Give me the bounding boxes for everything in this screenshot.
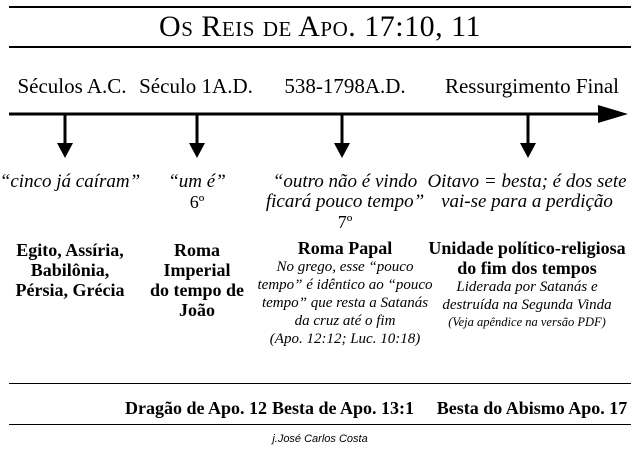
column-2: “um é” 6º Roma Imperial do tempo de João: [150, 171, 244, 321]
col3-quote-2: ficará pouco tempo”: [265, 191, 425, 212]
col3-heading: Roma Papal: [297, 238, 393, 258]
author-credit: j.José Carlos Costa: [272, 433, 368, 445]
col4-heading-2: do fim dos tempos: [457, 258, 597, 278]
col2-name-3: do tempo de: [150, 280, 244, 300]
bottom-rule-bottom: [9, 424, 631, 425]
era-arrow-4: [520, 114, 536, 158]
col3-note-3: tempo” que resta a Satanás: [261, 295, 429, 311]
bottom-label-besta-abismo: Besta do Abismo Apo. 17: [436, 398, 628, 418]
col3-note-5: (Apo. 12:12; Luc. 10:18): [269, 331, 421, 347]
bottom-label-dragao: Dragão de Apo. 12: [124, 398, 268, 418]
page-title: Os Reis de Apo. 17:10, 11: [159, 10, 481, 43]
title-band: Os Reis de Apo. 17:10, 11: [9, 6, 631, 48]
column-4: Oitavo = besta; é dos sete vai-se para a…: [427, 172, 626, 330]
timeline-graphic: [9, 105, 628, 158]
bottom-rule-top: [9, 383, 631, 384]
era-label-4: Ressurgimento Final: [444, 74, 620, 98]
era-arrow-3: [334, 114, 350, 158]
col2-name-2: Imperial: [163, 260, 231, 280]
col2-ordinal: 6º: [189, 192, 205, 212]
col4-quote-1: Oitavo = besta; é dos sete: [427, 171, 627, 192]
col4-note-2: destruída na Segunda Vinda: [442, 297, 612, 313]
column-1: “cinco já caíram” Egito, Assíria, Babilô…: [0, 171, 141, 301]
col3-note-1: No grego, esse “pouco: [276, 259, 414, 275]
col3-note-4: da cruz até o fim: [294, 313, 396, 329]
col1-quote: “cinco já caíram”: [0, 171, 141, 192]
col3-quote-1: “outro não é vindo: [272, 171, 418, 192]
col4-small-note: (Veja apêndice na versão PDF): [448, 315, 606, 329]
col1-name-2: Babilônia,: [30, 260, 110, 280]
timeline-arrowhead: [598, 105, 628, 123]
era-arrow-1: [57, 114, 73, 158]
col2-name-1: Roma: [174, 240, 220, 260]
col3-note-2: tempo” é idêntico ao “pouco: [257, 277, 433, 293]
col1-name-3: Pérsia, Grécia: [15, 280, 125, 300]
bottom-label-besta-mar: Besta de Apo. 13:1: [271, 398, 415, 418]
era-label-2: Século 1A.D.: [139, 74, 253, 98]
col4-note-1: Liderada por Satanás e: [456, 279, 598, 295]
col3-ordinal: 7º: [337, 212, 353, 232]
era-arrow-2: [189, 114, 205, 158]
era-label-1: Séculos A.C.: [17, 74, 127, 98]
column-3: “outro não é vindo ficará pouco tempo” 7…: [258, 172, 433, 348]
col4-heading-1: Unidade político-religiosa: [428, 238, 626, 258]
col4-quote-2: vai-se para a perdição: [441, 191, 613, 212]
era-label-3: 538-1798A.D.: [284, 74, 406, 98]
col2-name-4: João: [179, 300, 215, 320]
col2-quote: “um é”: [168, 171, 226, 192]
col1-name-1: Egito, Assíria,: [16, 240, 124, 260]
